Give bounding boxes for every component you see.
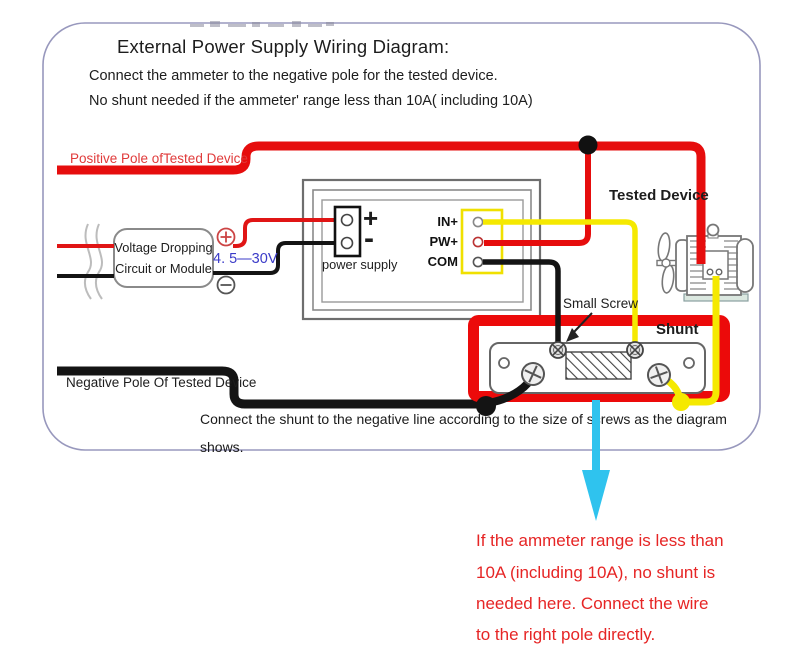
com-black-wire [483, 259, 561, 343]
pw-plus-red-wire [484, 150, 591, 246]
motor-yellow-wire [688, 276, 720, 406]
yellow-wire-end [672, 393, 690, 411]
big-screw-left-icon [521, 362, 545, 386]
down-arrow-icon [582, 400, 610, 521]
supply-positive-terminal [340, 213, 354, 227]
shunt-highlight-box [468, 315, 730, 402]
module-positive-terminal-icon [216, 227, 236, 247]
module-negative-terminal-icon [216, 275, 236, 295]
black-wire-end [476, 396, 496, 416]
power-supply-box [333, 205, 362, 258]
diagram-border [42, 22, 761, 451]
small-screw-pointer-icon [566, 312, 593, 342]
module-to-supply-red-wire [233, 218, 341, 248]
cropped-text-artifact [190, 21, 334, 27]
wire-break-icon [83, 223, 103, 300]
small-screw-right-icon [626, 341, 644, 359]
module-to-supply-black-wire [213, 241, 341, 275]
big-screw-right-icon [647, 363, 671, 387]
negative-pole-wire [57, 366, 478, 409]
in-plus-yellow-wire [483, 219, 638, 342]
positive-pole-wire [57, 141, 706, 264]
small-screw-left-icon [549, 341, 567, 359]
voltage-module-box [113, 228, 214, 288]
junction-dot-icon [578, 135, 598, 155]
shunt-left-hole [498, 357, 510, 369]
shunt-right-hole [683, 357, 695, 369]
supply-negative-terminal [340, 236, 354, 250]
